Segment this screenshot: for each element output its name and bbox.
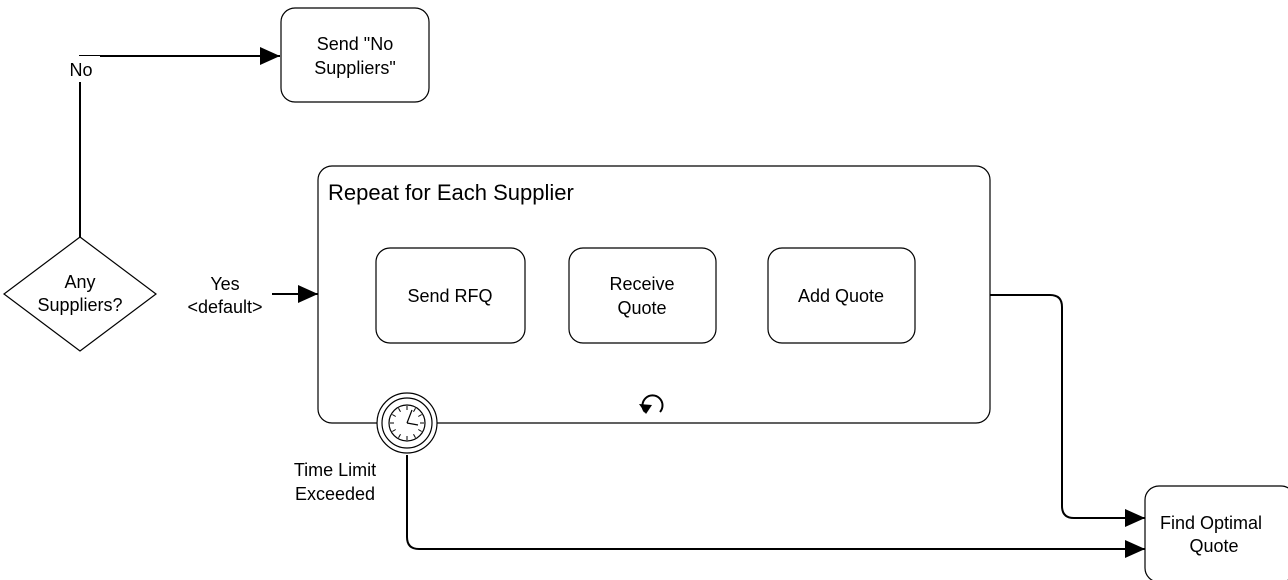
task-receive-quote-label-line2: Quote	[617, 298, 666, 318]
timer-label-line2: Exceeded	[295, 484, 375, 504]
flow-label-no: No	[69, 60, 92, 80]
timer-label-line1: Time Limit	[294, 460, 376, 480]
gateway-any-suppliers[interactable]: Any Suppliers?	[3, 236, 157, 352]
task-receive-quote-label-line1: Receive	[609, 274, 674, 294]
task-send-rfq[interactable]: Send RFQ	[375, 247, 526, 344]
task-find-optimal-quote[interactable]: Find Optimal Quote	[1144, 485, 1288, 580]
flow-subprocess-to-find-optimal	[990, 294, 1145, 527]
task-send-no-suppliers-label-line2: Suppliers"	[314, 58, 395, 78]
task-add-quote-label: Add Quote	[798, 286, 884, 306]
flow-timer-to-find-optimal	[406, 455, 1145, 558]
flow-label-yes: Yes	[210, 274, 239, 294]
timer-boundary-event[interactable]	[376, 392, 438, 454]
loop-icon	[639, 394, 664, 414]
task-find-optimal-label-line2: Quote	[1189, 536, 1238, 556]
task-send-no-suppliers-label-line1: Send "No	[317, 34, 393, 54]
clock-icon	[388, 404, 426, 442]
task-send-rfq-label: Send RFQ	[407, 286, 492, 306]
flow-no-to-send-no-suppliers	[79, 47, 280, 237]
task-find-optimal-label-line1: Find Optimal	[1160, 513, 1262, 533]
task-send-no-suppliers[interactable]: Send "No Suppliers"	[280, 7, 430, 103]
flow-label-default: <default>	[187, 297, 262, 317]
no-label-background	[62, 56, 100, 82]
gateway-label-line1: Any	[64, 272, 95, 292]
task-add-quote[interactable]: Add Quote	[767, 247, 916, 344]
task-receive-quote[interactable]: Receive Quote	[568, 247, 717, 344]
subprocess-title: Repeat for Each Supplier	[328, 180, 574, 205]
gateway-label-line2: Suppliers?	[37, 295, 122, 315]
